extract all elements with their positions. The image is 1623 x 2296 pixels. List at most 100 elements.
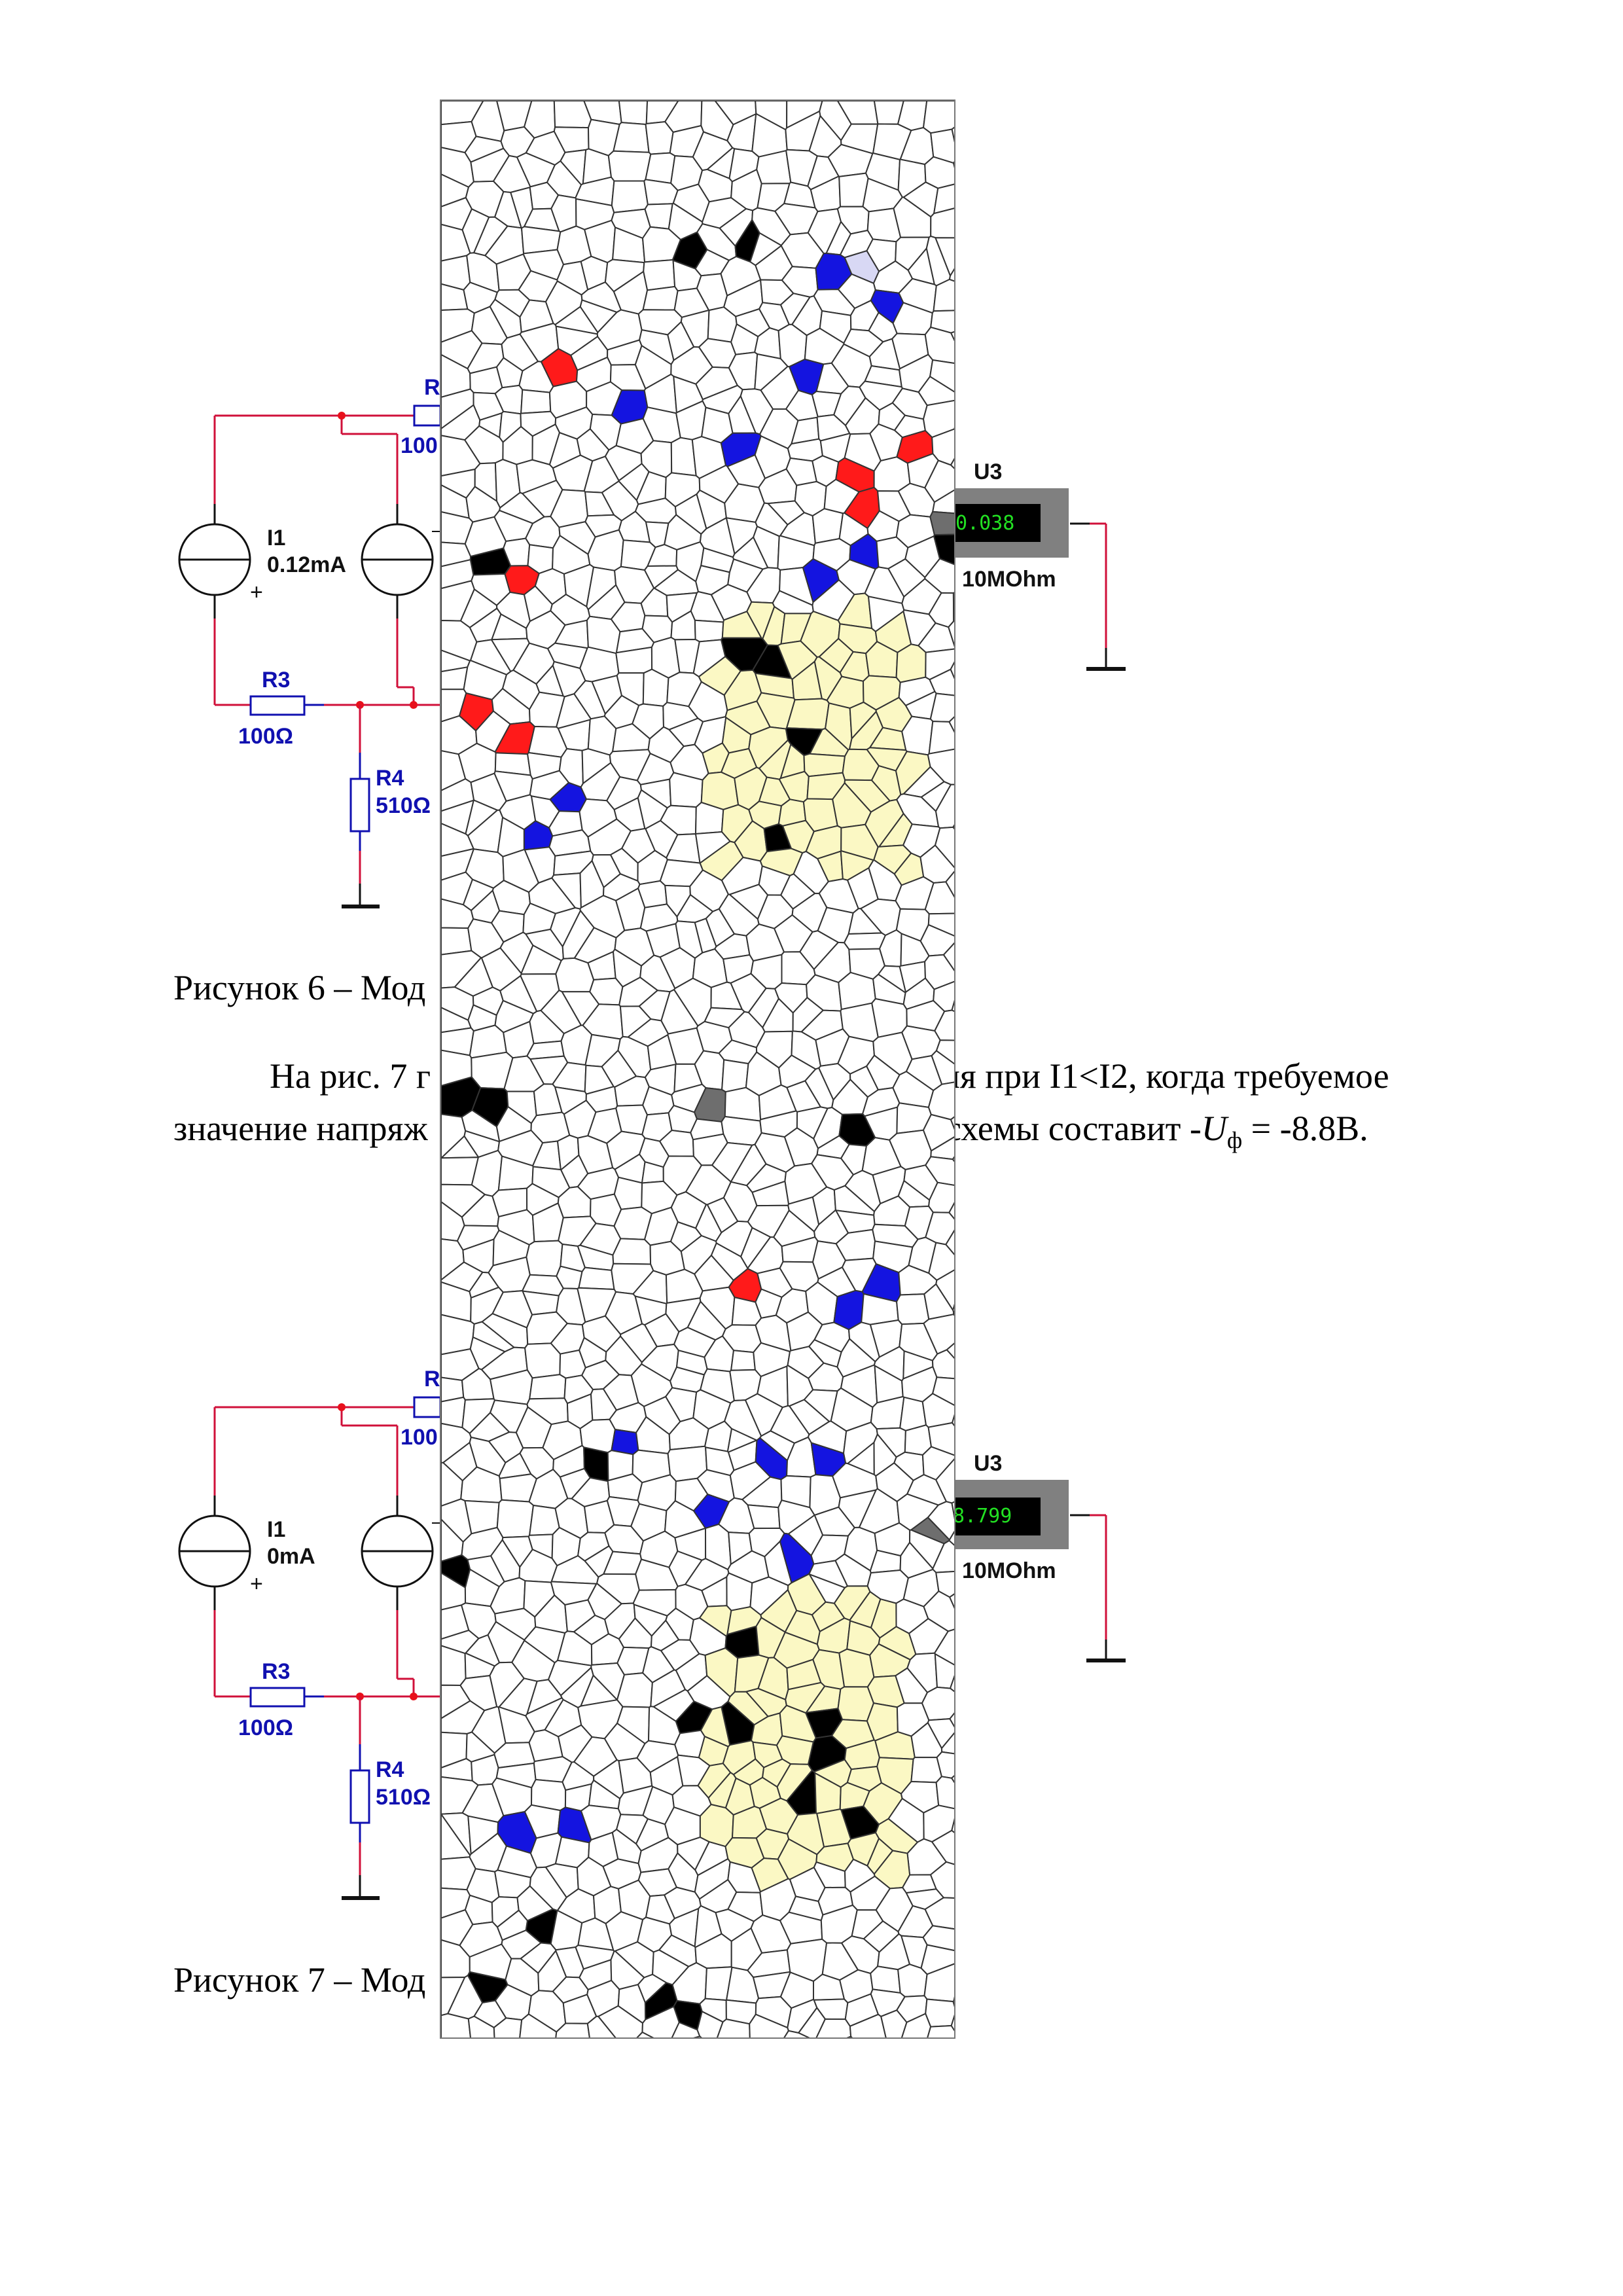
mosaic-cell [618, 101, 649, 126]
mosaic-cell [645, 152, 676, 185]
mosaic-cell [612, 1238, 652, 1265]
r1-label: R [424, 375, 440, 400]
mosaic-cell [524, 1342, 562, 1379]
mosaic-cell [642, 285, 679, 311]
i1-value-fig7: 0mA [267, 1544, 315, 1569]
mosaic-cell [441, 927, 473, 956]
resistor-r1-symbol [413, 1396, 442, 1418]
r1-value-fig7: 100 [401, 1425, 438, 1450]
i1-label: I1 [267, 526, 286, 550]
mosaic-cell [918, 375, 954, 406]
mosaic-cell [694, 619, 724, 643]
mosaic-cell [935, 1776, 954, 1810]
mosaic-cell [611, 180, 649, 213]
mosaic-cell [951, 1818, 954, 1833]
mosaic-cell [922, 101, 954, 134]
voltmeter-resistance: 10MOhm [962, 567, 1056, 592]
junction-dot [338, 1403, 346, 1411]
voltmeter-label: U3 [974, 459, 1003, 484]
figure-6-caption: Рисунок 6 – Мод [173, 968, 426, 1007]
mosaic-cell [954, 421, 955, 431]
mosaic-cell [526, 1240, 563, 1277]
mosaic-cell [931, 1376, 954, 1406]
voltmeter-reading-fig7: 8.799 [953, 1505, 1012, 1528]
mosaic-cell [812, 508, 844, 545]
r1-value: 100 [401, 433, 438, 458]
mosaic-cell [880, 2038, 890, 2039]
voltmeter-display [952, 504, 1041, 542]
mosaic-cell [838, 1648, 875, 1688]
mosaic-cell [846, 2036, 853, 2037]
mosaic-cell-gray [929, 511, 954, 536]
mosaic-cell [950, 331, 954, 342]
mosaic-cell [578, 1266, 615, 1291]
mosaic-cell [607, 150, 652, 182]
mosaic-cell [952, 827, 954, 830]
mosaic-cell [925, 1998, 954, 2028]
mosaic-cell [529, 1374, 567, 1400]
voltmeter-reading: 0.038 [955, 512, 1015, 535]
mosaic-cell [950, 1116, 954, 1130]
mosaic-cell [519, 299, 554, 333]
mosaic-cell [756, 149, 792, 185]
resistor-r4-symbol [349, 778, 370, 833]
mosaic-cell [441, 666, 469, 691]
figure-7-caption: Рисунок 7 – Мод [173, 1960, 426, 2000]
mosaic-cell [929, 359, 954, 393]
r4-value-fig7: 510Ω [376, 1785, 431, 1810]
mosaic-cell [843, 932, 887, 950]
mosaic-cell [942, 942, 954, 972]
r3-label: R3 [262, 668, 291, 692]
mosaic-cell [747, 1504, 781, 1530]
mosaic-cell [528, 1504, 560, 1536]
mosaic-cell [940, 1732, 954, 1755]
mosaic-cell [540, 989, 582, 1035]
mosaic-cell [951, 126, 954, 143]
mosaic-canvas [441, 101, 955, 2039]
r4-label-fig7: R4 [376, 1757, 404, 1782]
r1-label-fig7: R [424, 1367, 440, 1391]
mosaic-cell [724, 1086, 762, 1122]
r3-value-fig7: 100Ω [238, 1715, 293, 1740]
mosaic-cell [693, 2036, 702, 2037]
voltage-symbol: U [1201, 1109, 1227, 1148]
voltmeter-display-fig7 [952, 1498, 1041, 1535]
voltage-subscript: ф [1226, 1127, 1243, 1153]
i1-polarity: + [250, 580, 263, 605]
junction-dot [410, 701, 418, 709]
paragraph-line2-right: схемы составит -Uф = -8.8В. [946, 1111, 1368, 1152]
mosaic-cell [721, 1059, 749, 1093]
mosaic-cell [644, 203, 673, 230]
paragraph-line1-left: На рис. 7 г [270, 1056, 431, 1096]
mosaic-cell [441, 2013, 471, 2037]
resistor-r3-symbol [249, 1687, 306, 1708]
mosaic-cell [952, 2000, 954, 2007]
mosaic-cell [927, 2024, 954, 2037]
mosaic-cell [948, 716, 954, 733]
mosaic-cell [951, 999, 954, 1013]
mosaic-cell [927, 1422, 954, 1456]
mosaic-cell-black [933, 533, 954, 565]
paragraph-line2-suffix: = -8.8В. [1242, 1109, 1368, 1148]
mosaic-cell [870, 1965, 901, 1994]
mosaic-cell [897, 1964, 928, 1998]
mosaic-cell [949, 1712, 954, 1728]
mosaic-cell [613, 122, 650, 153]
junction-dot [410, 1693, 418, 1700]
mosaic-cell [721, 1115, 762, 1146]
r3-label-fig7: R3 [262, 1659, 291, 1684]
mosaic-cell [925, 1156, 954, 1186]
mosaic-cell [946, 1342, 954, 1359]
i1-polarity-fig7: + [250, 1571, 263, 1596]
voltmeter-label-fig7: U3 [974, 1451, 1003, 1476]
mosaic-cell [613, 1176, 643, 1210]
mosaic-cell [950, 661, 954, 679]
mosaic-cell [645, 120, 674, 155]
r4-value: 510Ω [376, 793, 431, 818]
paragraph-line2-prefix: схемы составит - [946, 1109, 1202, 1148]
mosaic-cell [896, 1293, 930, 1325]
resistor-r1-symbol [413, 404, 442, 427]
paragraph-line1-right: ия при I1<I2, когда требуемое [941, 1056, 1389, 1096]
mosaic-cell [945, 870, 954, 898]
